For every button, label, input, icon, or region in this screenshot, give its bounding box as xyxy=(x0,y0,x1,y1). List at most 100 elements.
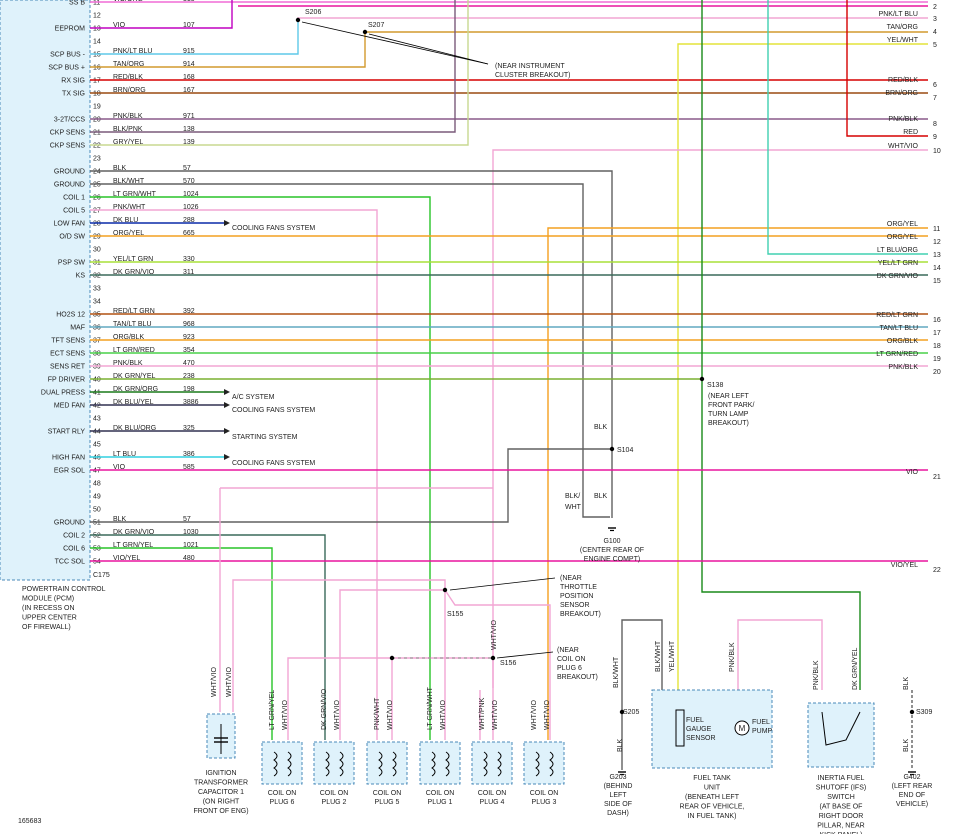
pcm-pin-color-51: BLK xyxy=(113,516,127,523)
right-wire-color-21: VIO xyxy=(906,469,919,476)
pcm-pin-color-17: RED/BLK xyxy=(113,74,143,81)
note-ic-breakout-line-1: CLUSTER BREAKOUT) xyxy=(495,72,570,79)
coil-caption-b-2: PLUG 2 xyxy=(322,799,347,806)
splice-s206-dot xyxy=(295,17,301,23)
wire-s138-to-ifs xyxy=(701,0,861,690)
pcm-pin-color-36: TAN/LT BLU xyxy=(113,321,152,328)
pcm-pin-circuit-29: 665 xyxy=(183,230,195,237)
pcm-pin-label-51: GROUND xyxy=(54,520,85,527)
fuel-gauge-label-line-1: GAUGE xyxy=(686,726,712,733)
tag-fuel-yelwht: YEL/WHT xyxy=(669,640,676,672)
coil-box-1 xyxy=(261,741,303,785)
coil-box-5 xyxy=(471,741,513,785)
pcm-pin-circuit-13: 107 xyxy=(183,22,195,29)
tag-fuel-pnkblk: PNK/BLK xyxy=(729,642,736,672)
ground-g402-name: G402 xyxy=(903,774,920,781)
pcm-pin-color-22: GRY/YEL xyxy=(113,139,143,146)
right-wire-color-4: TAN/ORG xyxy=(887,24,918,31)
pcm-pin-color-42: DK BLU/YEL xyxy=(113,399,154,406)
pcm-pin-circuit-54: 480 xyxy=(183,555,195,562)
wire-right-5 xyxy=(677,43,928,690)
pcm-pin-color-35: RED/LT GRN xyxy=(113,308,155,315)
right-wire-color-12: ORG/YEL xyxy=(887,234,918,241)
pcm-pin-number-16: 16 xyxy=(93,65,101,72)
right-wire-color-7: BRN/ORG xyxy=(885,90,918,97)
note-cop6-breakout-line-2: PLUG 6 xyxy=(557,665,582,672)
note-tps-breakout-line-4: BREAKOUT) xyxy=(560,611,601,618)
arrow-label-cooling-46: COOLING FANS SYSTEM xyxy=(232,460,315,467)
coil-winding-1 xyxy=(273,751,278,777)
capacitor-caption-line-3: (ON RIGHT xyxy=(203,799,240,806)
pcm-pin-circuit-53: 1021 xyxy=(183,542,199,549)
splice-s156: S156 xyxy=(500,660,516,667)
pcm-pin-circuit-31: 330 xyxy=(183,256,195,263)
pcm-pin-number-26: 26 xyxy=(93,195,101,202)
arrow-pin-44 xyxy=(224,428,230,434)
pcm-pin-label-40: FP DRIVER xyxy=(48,377,85,384)
splice-s104: S104 xyxy=(617,447,633,454)
capacitor-caption-line-2: CAPACITOR 1 xyxy=(198,789,244,796)
pcm-connector-id: C175 xyxy=(93,572,110,579)
right-wire-color-16: RED/LT GRN xyxy=(876,312,918,319)
pcm-pin-label-26: COIL 1 xyxy=(63,195,85,202)
pcm-pin-circuit-20: 971 xyxy=(183,113,195,120)
pcm-pin-color-54: VIO/YEL xyxy=(113,555,140,562)
ground-g100-caption-line-0: (CENTER REAR OF xyxy=(580,547,644,554)
coil-winding-b-3 xyxy=(392,751,397,777)
note-s138-line-1: FRONT PARK/ xyxy=(708,402,754,409)
ground-g203-caption-line-3: DASH) xyxy=(607,810,629,817)
coil-wire-tag-a-3: PNK/WHT xyxy=(374,697,381,730)
pcm-pin-number-23: 23 xyxy=(93,156,101,163)
wire-pin-22 xyxy=(90,0,469,146)
pcm-pin-number-19: 19 xyxy=(93,104,101,111)
pcm-pin-color-18: BRN/ORG xyxy=(113,87,146,94)
wire-s104-to-pin-51 xyxy=(90,448,612,523)
ground-g203-caption-line-0: (BEHIND xyxy=(604,783,633,790)
coil-wire-tag-b-4: WHT/VIO xyxy=(440,700,447,730)
wire-s206-right xyxy=(297,17,928,20)
pcm-pin-circuit-18: 167 xyxy=(183,87,195,94)
tag-ifs-ground-top: BLK xyxy=(903,676,910,690)
note-s138-line-0: (NEAR LEFT xyxy=(708,393,750,400)
wire-fuel-ground xyxy=(621,619,663,770)
pcm-pin-color-21: BLK/PNK xyxy=(113,126,143,133)
wire-pin-52 xyxy=(90,534,326,740)
pcm-pin-label-24: GROUND xyxy=(54,169,85,176)
pcm-pin-color-27: PNK/WHT xyxy=(113,204,146,211)
pcm-pin-circuit-37: 923 xyxy=(183,334,195,341)
fuel-pump-label-line-0: FUEL xyxy=(752,719,770,726)
pcm-pin-number-39: 39 xyxy=(93,364,101,371)
tag-ifs-pnkblk: PNK/BLK xyxy=(813,660,820,690)
arrow-label-starting: STARTING SYSTEM xyxy=(232,434,298,441)
pcm-pin-label-25: GROUND xyxy=(54,182,85,189)
right-wire-number-12: 12 xyxy=(933,239,941,246)
ifs-caption-line-3: (AT BASE OF xyxy=(820,804,863,811)
pcm-pin-color-28: DK BLU xyxy=(113,217,138,224)
pcm-caption-line-0: POWERTRAIN CONTROL xyxy=(22,586,106,593)
coil-caption-a-5: COIL ON xyxy=(478,790,507,797)
right-wire-color-13: LT BLU/ORG xyxy=(877,247,918,254)
pcm-pin-color-53: LT GRN/YEL xyxy=(113,542,153,549)
pcm-pin-color-26: LT GRN/WHT xyxy=(113,191,157,198)
pcm-pin-number-31: 31 xyxy=(93,260,101,267)
ifs-caption-line-0: INERTIA FUEL xyxy=(818,775,865,782)
tag-fuel-ground: BLK/WHT xyxy=(613,656,620,688)
tag-s104-blk: BLK xyxy=(594,424,608,431)
note-cop6-breakout-line-3: BREAKOUT) xyxy=(557,674,598,681)
coil-caption-b-3: PLUG 5 xyxy=(375,799,400,806)
wire-right-10 xyxy=(492,149,928,688)
coil-winding-b-5 xyxy=(497,751,502,777)
right-wire-color-20: PNK/BLK xyxy=(888,364,918,371)
pcm-pin-number-47: 47 xyxy=(93,468,101,475)
note-tps-breakout-line-0: (NEAR xyxy=(560,575,582,582)
coil-caption-b-1: PLUG 6 xyxy=(270,799,295,806)
note-cop6-breakout-line-0: (NEAR xyxy=(557,647,579,654)
pcm-pin-number-33: 33 xyxy=(93,286,101,293)
splice-s206: S206 xyxy=(305,9,321,16)
ground-g203-caption-line-2: SIDE OF xyxy=(604,801,632,808)
right-wire-color-3: PNK/LT BLU xyxy=(879,11,918,18)
pcm-pin-number-51: 51 xyxy=(93,520,101,527)
pcm-pin-circuit-42: 3886 xyxy=(183,399,199,406)
coil-caption-a-6: COIL ON xyxy=(530,790,559,797)
